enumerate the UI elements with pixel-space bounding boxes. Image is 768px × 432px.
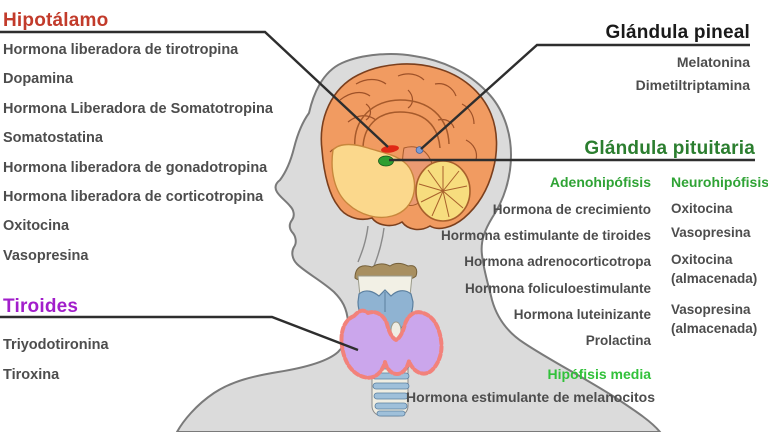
thyroid-title: Tiroides <box>3 296 79 317</box>
hormone-sublabel: (almacenada) <box>671 320 758 336</box>
thyroid-hormone-list: Triyodotironina Tiroxina <box>3 330 109 390</box>
hormone-label: Hormona liberadora de tirotropina <box>3 42 239 58</box>
hormone-label: Prolactina <box>585 333 651 349</box>
hormone-label: Melatonina <box>676 54 750 70</box>
adenohypophysis-hormone-list: Hormona de crecimiento Hormona estimulan… <box>441 197 651 354</box>
hormone-item: Oxitocina (almacenada) <box>671 251 757 288</box>
hypothalamus-region-icon <box>331 143 416 219</box>
hormone-label: Hormona estimulante de melanocitos <box>406 389 655 405</box>
hormone-label: Tiroxina <box>3 367 60 383</box>
pineal-title: Glándula pineal <box>605 22 750 43</box>
pituitary-title: Glándula pituitaria <box>584 138 755 159</box>
pineal-hormone-list: Melatonina Dimetiltriptamina <box>636 51 750 97</box>
hypothalamus-hormone-list: Hormona liberadora de tirotropina Dopami… <box>3 36 273 271</box>
hormone-label: Vasopresina <box>671 225 751 240</box>
hormone-label: Vasopresina <box>671 302 751 317</box>
hormone-label: Hormona liberadora de gonadotropina <box>3 159 268 176</box>
hormone-label: Hormona de crecimiento <box>492 202 651 217</box>
connector-hypothalamus <box>0 30 389 148</box>
neurohypophysis-title: Neurohipófisis <box>671 174 768 190</box>
hypothalamus-title: Hipotálamo <box>3 10 109 31</box>
adenohypophysis-title: Adenohipófisis <box>549 174 651 190</box>
hormone-label: Somatostatina <box>3 130 103 147</box>
hormone-item: Vasopresina (almacenada) <box>671 301 757 338</box>
connector-pineal <box>420 43 750 150</box>
thyroid-illustration-icon <box>339 262 444 417</box>
spinal-cord-lines-icon <box>357 225 385 267</box>
cerebellum-icon <box>415 160 471 222</box>
hormone-label: Hormona foliculoestimulante <box>464 280 651 296</box>
thyroid-gland-icon <box>339 308 444 380</box>
pituitary-intermediate-title: Hipófisis media <box>547 366 651 382</box>
hormone-item: Vasopresina <box>671 224 751 243</box>
hormone-label: Vasopresina <box>3 247 89 264</box>
hormone-label: Triyodotironina <box>3 337 109 353</box>
brain-icon <box>320 63 498 231</box>
hormone-label: Hormona luteinizante <box>513 306 651 322</box>
hormone-label: Hormona liberadora de corticotropina <box>3 189 264 206</box>
hormone-label: Dimetiltriptamina <box>635 77 750 93</box>
head-silhouette-icon <box>175 53 662 432</box>
hypothalamus-marker-icon <box>381 145 399 153</box>
hormone-sublabel: (almacenada) <box>671 270 758 286</box>
hormone-label: Dopamina <box>3 71 74 88</box>
hormone-label: Oxitocina <box>3 218 70 235</box>
hormone-label: Oxitocina <box>671 252 733 267</box>
hormone-label: Hormona estimulante de tiroides <box>440 228 651 244</box>
hormone-item: Oxitocina <box>671 200 733 219</box>
hormone-label: Oxitocina <box>671 201 733 216</box>
hormone-label: Hormona adrenocorticotropa <box>464 254 651 270</box>
corpus-callosum-icon <box>354 99 450 153</box>
connector-thyroid <box>0 315 359 352</box>
hormone-label: Hormona Liberadora de Somatotropina <box>3 100 273 117</box>
